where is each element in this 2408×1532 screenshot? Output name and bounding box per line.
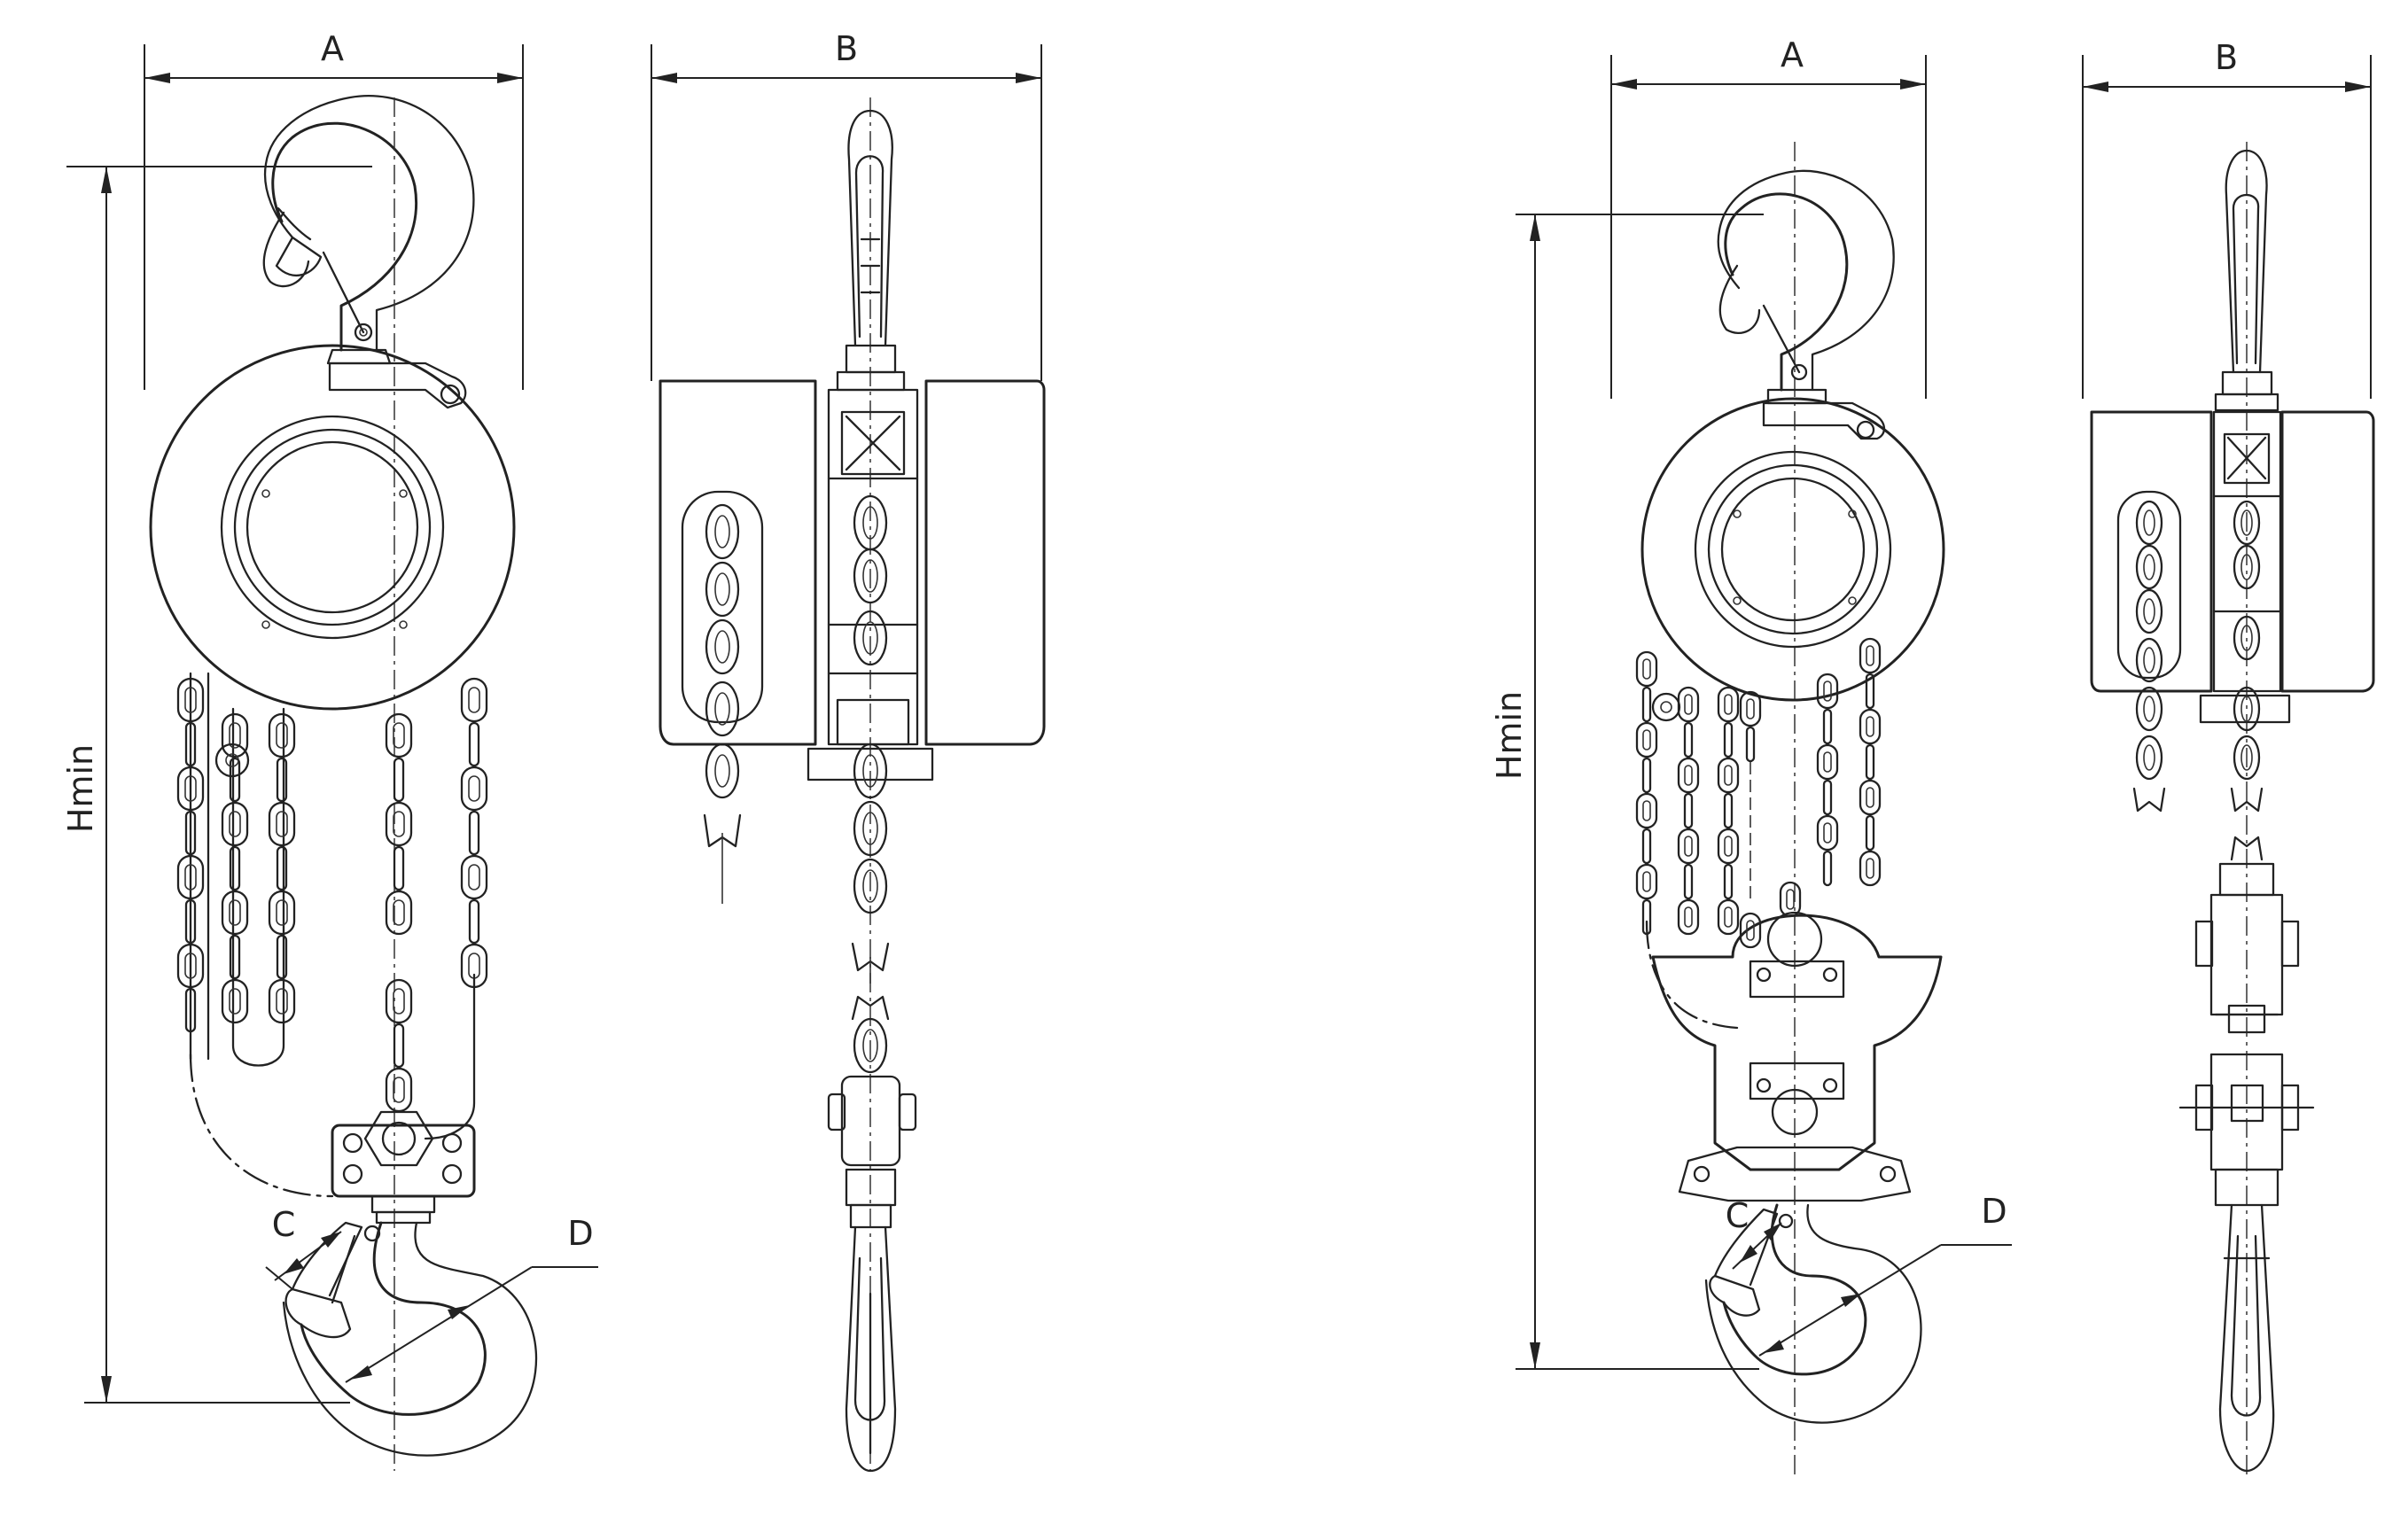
hoist2-wheel xyxy=(1640,397,1945,702)
hoist1-dim-b: B xyxy=(651,29,1042,381)
hoist2-dim-b-label: B xyxy=(2215,38,2238,77)
hoist2-hand-chain xyxy=(1635,637,1882,1030)
hoist1-dim-h: Hmin xyxy=(61,166,372,1404)
hoist1-top-hook xyxy=(262,94,475,1471)
hoist2-dim-h-label: Hmin xyxy=(1490,691,1529,780)
hoist2-bottom-hook xyxy=(1704,1203,1922,1424)
hoist1-bottom-hook xyxy=(282,1221,538,1457)
hoist1-dim-h-label: Hmin xyxy=(61,744,100,833)
hoist2-top-hook xyxy=(1717,169,1895,440)
hoist2-dim-a-label: A xyxy=(1781,35,1804,74)
hoist2-dim-c-label: C xyxy=(1726,1196,1750,1235)
hoist1-front-view: A Hmin xyxy=(61,29,598,1471)
hoist1-dim-a: A xyxy=(144,29,524,390)
hoist2-dim-c: C xyxy=(1726,1196,1782,1270)
hoist1-dim-d: D xyxy=(345,1214,598,1383)
hoist1-dim-a-label: A xyxy=(321,29,344,68)
hoist2-dim-b: B xyxy=(2082,38,2372,399)
hoist2-dim-h: Hmin xyxy=(1490,214,1764,1370)
hoist2-front-view: A Hmin xyxy=(1490,35,2012,1480)
hoist2-side-view: B xyxy=(2082,38,2375,1480)
hoist1-hand-chain xyxy=(176,672,488,1198)
hoist1-bottom-block xyxy=(331,1110,476,1225)
hoist1-load-chain xyxy=(385,978,413,1113)
hoist1-wheel xyxy=(149,344,516,711)
hoist1-dim-d-label: D xyxy=(567,1214,593,1253)
hoist2-bottom-block xyxy=(1651,881,1943,1202)
hoist2-dim-a: A xyxy=(1610,35,1927,399)
hoist2-dim-d: D xyxy=(1758,1192,2012,1357)
hoist1-dim-c-label: C xyxy=(272,1205,296,1244)
hoist1-side-view: B xyxy=(651,29,1046,1473)
hoist1-dim-c: C xyxy=(265,1205,342,1290)
hoist2-dim-d-label: D xyxy=(1981,1192,2007,1231)
hoist1-dim-b-label: B xyxy=(835,29,858,68)
